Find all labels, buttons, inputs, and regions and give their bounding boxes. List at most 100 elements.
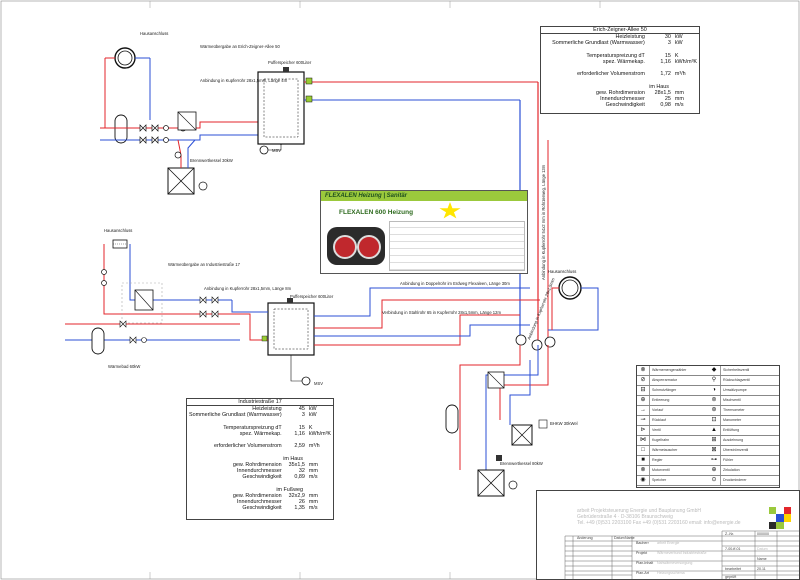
- legend-item: ⊟Schmutzfänger: [637, 386, 708, 397]
- cell-value: 35x1,5: [288, 461, 305, 468]
- cell-value: 0,89: [294, 474, 305, 481]
- table-bottom-title: Industriestraße 17: [187, 399, 333, 407]
- legend-item: ⊘Absperrarmatur: [637, 376, 708, 387]
- cell-unit: mm: [308, 499, 318, 506]
- cell-value: 30: [664, 34, 671, 41]
- cell-unit: kW: [308, 412, 317, 419]
- legend-symbol-icon: ⊙: [708, 476, 721, 485]
- legend-text: Absperrarmatur: [652, 378, 677, 382]
- col-datum: Datum: [614, 536, 625, 540]
- r-val1: 000000: [757, 532, 769, 536]
- legend-symbol-icon: ⊛: [708, 406, 721, 415]
- company-name: arbeit Projektsteuerung Energie und Baup…: [577, 508, 701, 514]
- r-val2: 7-00-ff-01: [725, 547, 741, 551]
- legend-symbol-icon: ⊞: [708, 436, 721, 445]
- r-label4: bearbeitet: [725, 567, 741, 571]
- r-val3: Name: [757, 557, 767, 561]
- cell-label: Sommerliche Grundlast (Warmwasser): [189, 412, 282, 419]
- label-msv-bottom: MSV: [314, 381, 323, 386]
- label-pufferspeicher-left: Pufferspeicher 600Liter: [290, 294, 334, 299]
- label-hausanschluss-top: Hausanschluss: [140, 31, 168, 36]
- r-label5: geprüft: [725, 575, 737, 579]
- label-waermeuebergabe-top: Wärmeübergabe an Erich-Zeigner-Allee 50: [200, 44, 281, 49]
- legend-text: Ausdehnung: [723, 438, 744, 442]
- legend-text: Druckminderer: [723, 478, 747, 482]
- row-bauherr: Bauherr: [636, 541, 649, 545]
- legend-symbol-icon: ⊡: [708, 416, 721, 425]
- r-label1: Z.-Nr.: [725, 532, 734, 536]
- legend-symbol-icon: ◆: [708, 366, 721, 375]
- expansion-vessel-top: [114, 114, 128, 144]
- section-label: im Fußweg: [276, 486, 303, 493]
- msv-bottom-vessel: [301, 376, 311, 386]
- legend-text: Vorlauf: [652, 408, 664, 412]
- legend-text: Mischventil: [723, 398, 741, 402]
- cell-unit: m³/h: [674, 71, 686, 78]
- cell-unit: m³/h: [308, 443, 320, 450]
- legend-item: ⊗Motorventil: [637, 466, 708, 477]
- cell-label: erforderlicher Volumenstrom: [577, 71, 645, 78]
- cell-value: 26: [298, 499, 305, 506]
- cell-value: 2,59: [294, 443, 305, 450]
- flexalen-advert: FLEXALEN Heizung | Sanitär FLEXALEN 600 …: [320, 190, 528, 274]
- cell-unit: K: [308, 424, 313, 431]
- col-name: Name: [625, 536, 635, 540]
- label-vertical-right: Anbindung in Kupferrohr 54x2 mm in Rohrz…: [541, 164, 546, 280]
- legend-text: Schmutzfänger: [652, 388, 677, 392]
- legend-item: ⊕Zirkulation: [708, 466, 779, 477]
- legend-symbol-icon: ◑: [708, 386, 721, 395]
- legend-item: ⊗Wärmemengenzähler: [637, 366, 708, 377]
- title-block: arbeit Projektsteuerung Energie und Baup…: [536, 490, 800, 580]
- legend-symbol-icon: ⚲: [708, 376, 721, 385]
- buffer-top-vent-top: [283, 67, 289, 72]
- legend-symbol-icon: □: [637, 446, 650, 455]
- label-anbindung-top: Anbindung in Kupferrohr 28x1,5mm, Länge …: [200, 78, 288, 83]
- legend-item: ⊛Thermometer: [708, 406, 779, 417]
- r-label3: Datum: [757, 547, 768, 551]
- cell-unit: m/s: [308, 474, 318, 481]
- symbol-legend: ⊗Wärmemengenzähler◆Sicherheitsventil⊘Abs…: [636, 365, 780, 488]
- legend-symbol-icon: ⊗: [637, 366, 650, 375]
- label-vertical-right2: Anbindung in Kupferrohr 28x1,5mm: [526, 277, 556, 341]
- cell-label: gew. Rohrdimension: [595, 89, 645, 96]
- company-block: arbeit Projektsteuerung Energie und Baup…: [577, 508, 741, 526]
- expansion-vessel-left: [91, 327, 105, 355]
- cell-label: gew. Rohrdimension: [232, 492, 282, 499]
- cell-label: gew. Rohrdimension: [232, 461, 282, 468]
- cell-value: 32x2,9: [288, 492, 305, 499]
- company-logo-icon: [769, 507, 791, 529]
- buffer-tank-left: [267, 302, 315, 356]
- cell-value: 32: [298, 468, 305, 475]
- val-planinhalt: Nahwärmeversorgung: [657, 561, 693, 565]
- legend-text: Regler: [652, 458, 663, 462]
- cell-label: Heizleistung: [252, 406, 282, 413]
- cell-label: Geschwindigkeit: [242, 474, 282, 481]
- cell-unit: kWh/m³K: [674, 59, 697, 65]
- msv-top-vessel: [259, 145, 269, 155]
- cell-label: Innendurchmesser: [600, 96, 645, 103]
- cell-label: spez. Wärmekap.: [602, 59, 645, 65]
- legend-symbol-icon: ⊳: [637, 426, 650, 435]
- legend-symbol-icon: ⊟: [637, 386, 650, 395]
- legend-text: Entleerung: [652, 398, 670, 402]
- cell-label: Temperaturspreizung dT: [223, 424, 282, 431]
- cell-value: 45: [298, 406, 305, 413]
- left-subsystem: [65, 239, 540, 386]
- cell-unit: K: [674, 52, 679, 59]
- cell-unit: kWh/m³K: [308, 431, 331, 437]
- legend-symbol-icon: ⊸: [637, 416, 650, 425]
- cell-label: Innendurchmesser: [237, 468, 282, 475]
- legend-item: ◉Speicher: [637, 476, 708, 487]
- legend-text: Kugelhahn: [652, 438, 670, 442]
- legend-text: Wärmemengenzähler: [652, 368, 687, 372]
- legend-symbol-icon: ⊚: [708, 396, 721, 405]
- label-brennwert-top: Brennwertkessel 30kW: [190, 158, 233, 163]
